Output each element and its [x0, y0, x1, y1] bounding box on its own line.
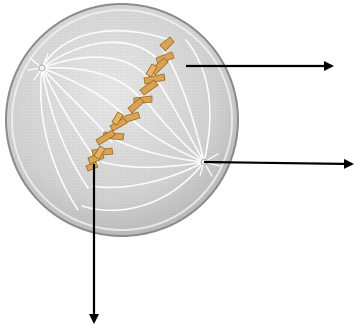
cell-division-diagram	[0, 0, 361, 324]
diagram-canvas	[0, 0, 361, 324]
